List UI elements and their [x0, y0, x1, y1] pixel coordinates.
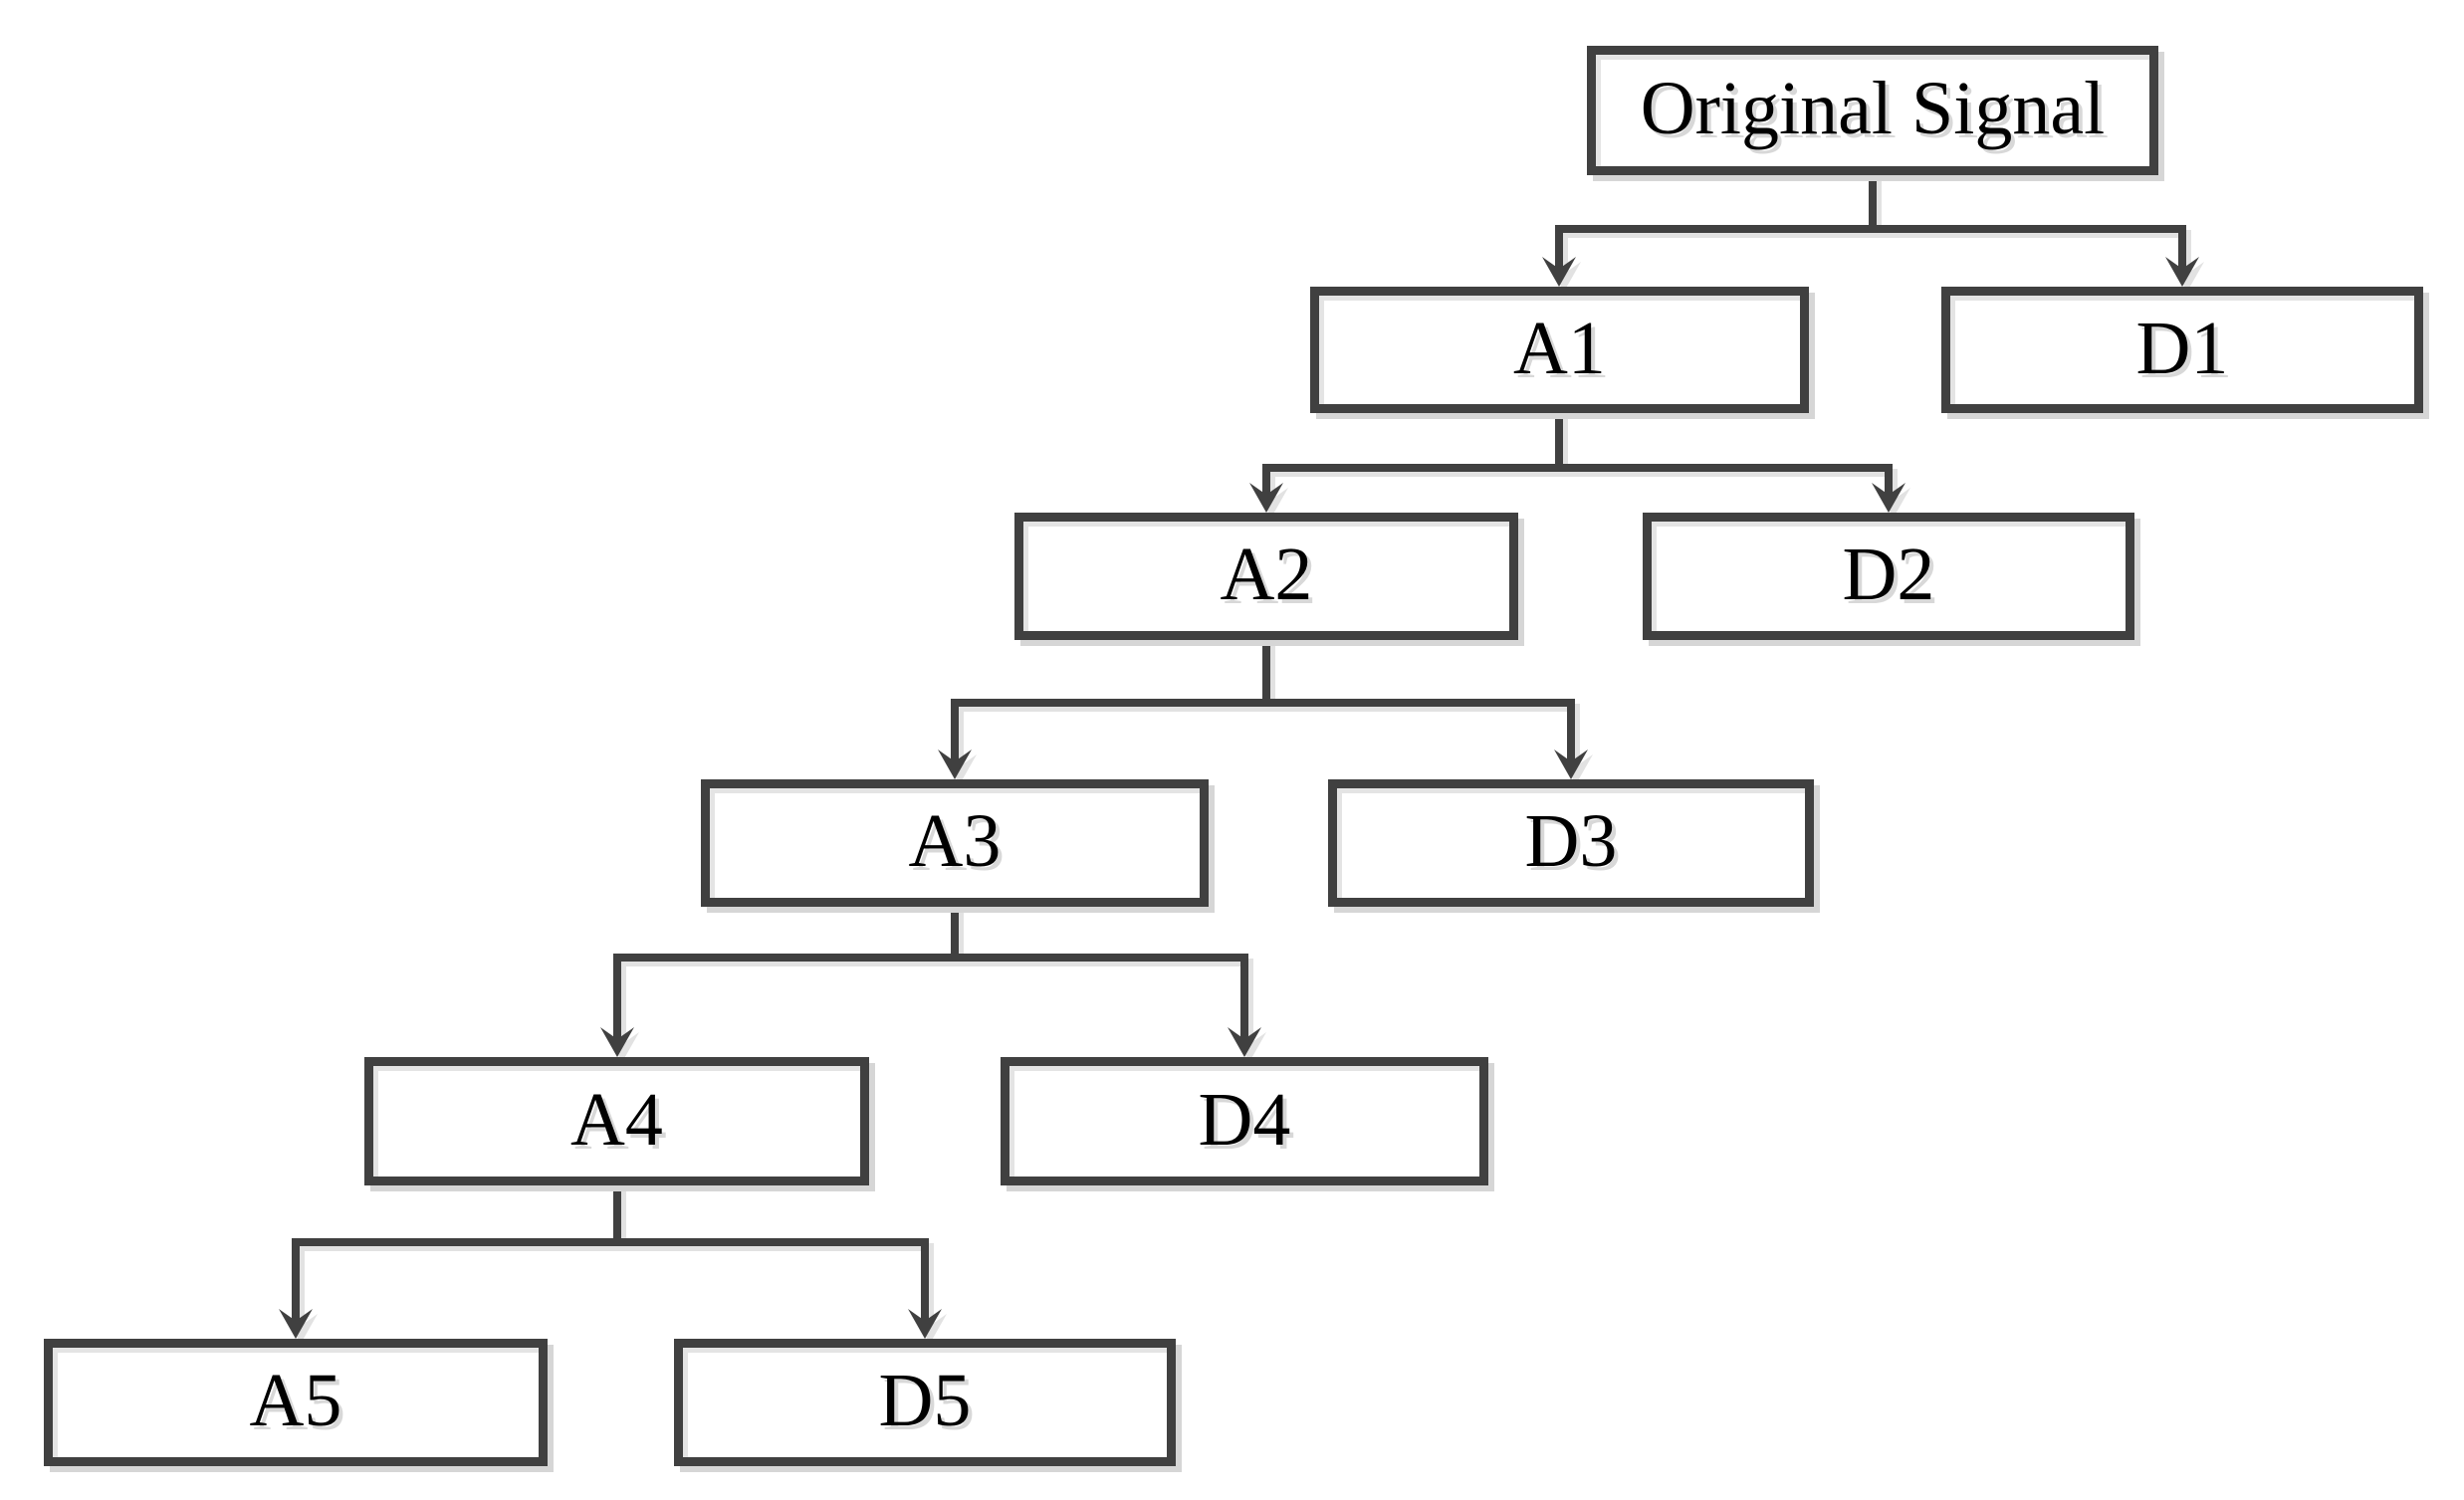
node-d3-label: D3	[1524, 799, 1618, 883]
node-a4: A4	[364, 1057, 869, 1185]
connector-a1-a2	[1262, 413, 1563, 497]
node-d5-label: D5	[878, 1359, 972, 1442]
node-d3: D3	[1328, 779, 1814, 907]
node-a1-label: A1	[1513, 306, 1606, 390]
connector-a3-d4	[951, 907, 1248, 1041]
node-d5: D5	[674, 1339, 1176, 1466]
arrowhead-d5	[908, 1309, 942, 1339]
node-d1: D1	[1941, 287, 2423, 413]
node-a5: A5	[44, 1339, 548, 1466]
arrowhead-d2	[1872, 483, 1905, 513]
node-d2: D2	[1643, 513, 2134, 640]
node-d2-label: D2	[1842, 533, 1935, 616]
arrowhead-a3	[938, 750, 972, 779]
connector-os-d1	[1869, 175, 2186, 271]
arrowhead-a5	[279, 1309, 313, 1339]
connector-a2-d3	[1262, 640, 1575, 763]
connector-a2-a3	[951, 640, 1270, 763]
connector-a4-d5	[613, 1185, 929, 1323]
node-original-signal-label: Original Signal	[1640, 67, 2106, 150]
node-a2: A2	[1014, 513, 1518, 640]
connector-a1-d2	[1555, 413, 1893, 497]
node-a4-label: A4	[570, 1077, 663, 1162]
arrowhead-a1	[1542, 257, 1576, 287]
connector-a4-a5	[292, 1185, 621, 1323]
arrowhead-a2	[1249, 483, 1283, 513]
node-d1-label: D1	[2135, 306, 2229, 390]
node-a3-label: A3	[908, 799, 1002, 883]
arrowhead-a4	[600, 1027, 634, 1057]
connector-os-a1	[1555, 175, 1877, 271]
node-original-signal: Original Signal	[1587, 46, 2158, 175]
connector-a3-a4	[613, 907, 959, 1041]
arrowhead-d1	[2165, 257, 2199, 287]
node-d4-label: D4	[1198, 1077, 1291, 1162]
node-d4: D4	[1001, 1057, 1488, 1185]
arrowhead-d4	[1228, 1027, 1261, 1057]
node-a5-label: A5	[249, 1359, 342, 1442]
node-a2-label: A2	[1220, 533, 1313, 616]
node-a1: A1	[1310, 287, 1809, 413]
arrowhead-d3	[1554, 750, 1588, 779]
node-a3: A3	[701, 779, 1209, 907]
